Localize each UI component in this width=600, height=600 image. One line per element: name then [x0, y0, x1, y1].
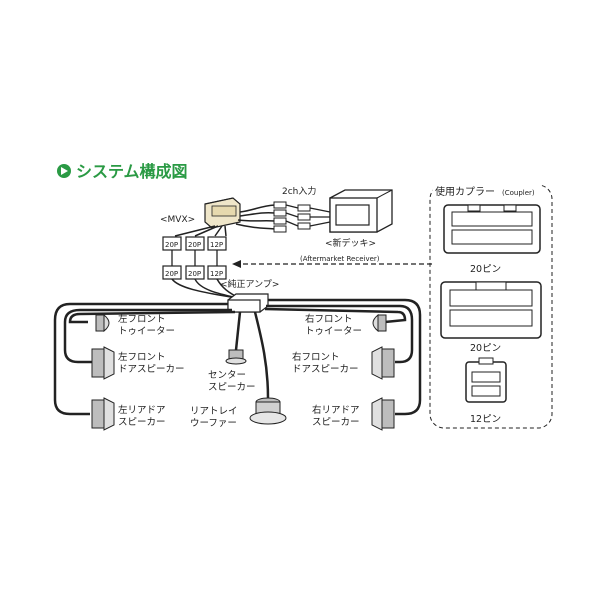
label-right-front-tweeter-1: 右フロント — [305, 313, 353, 325]
label-center-2: スピーカー — [208, 382, 256, 393]
connector-links — [171, 250, 218, 266]
connector-top-1: 20P — [165, 241, 178, 249]
speaker-wiring — [53, 298, 422, 416]
label-right-rear-door-2: スピーカー — [312, 417, 360, 428]
label-center-1: センター — [208, 370, 246, 381]
stock-amp — [227, 293, 269, 313]
coupler-20pin-b — [440, 281, 542, 339]
left-front-door-speaker — [91, 346, 115, 380]
deck-sub: (Aftermarket Receiver) — [300, 255, 380, 263]
connector-bottom-3: 12P — [210, 270, 223, 278]
connector-row-top: 20P 20P 12P — [162, 236, 227, 251]
mvx-unit: <MVX> — [160, 197, 241, 229]
coupler-title: 使用カプラー — [435, 185, 495, 198]
label-right-front-door-2: ドアスピーカー — [292, 364, 359, 375]
play-icon-arrow — [61, 167, 68, 175]
left-tweeter-speaker — [95, 313, 110, 333]
mvx-label: <MVX> — [160, 215, 195, 225]
connector-bottom-1: 20P — [165, 270, 178, 278]
right-rear-door-speaker — [371, 397, 395, 431]
input-label: 2ch入力 — [282, 185, 316, 197]
rca-plugs — [273, 201, 331, 233]
left-rear-door-speaker — [91, 397, 115, 431]
title-block: システム構成図 — [57, 162, 188, 181]
label-right-front-door-1: 右フロント — [292, 351, 340, 363]
coupler-sub: (Coupler) — [502, 189, 535, 197]
label-rear-tray-2: ウーファー — [190, 418, 237, 429]
deck-label: <新デッキ> — [325, 237, 376, 249]
label-left-rear-door-1: 左リアドア — [118, 404, 166, 416]
label-left-front-tweeter-1: 左フロント — [118, 313, 166, 325]
page-title: システム構成図 — [76, 162, 188, 181]
label-right-front-tweeter-2: トゥイーター — [305, 326, 362, 337]
label-right-rear-door-1: 右リアドア — [312, 404, 360, 416]
label-left-front-door-2: ドアスピーカー — [118, 364, 185, 375]
label-left-front-tweeter-2: トゥイーター — [118, 326, 175, 337]
coupler-pin-1: 20ピン — [470, 264, 501, 275]
coupler-pin-2: 20ピン — [470, 343, 501, 354]
connector-bottom-2: 20P — [188, 270, 201, 278]
connector-top-2: 20P — [188, 241, 201, 249]
coupler-frame — [429, 184, 553, 429]
mvx-wires — [174, 204, 276, 237]
connector-top-3: 12P — [210, 241, 223, 249]
label-left-front-door-1: 左フロント — [118, 351, 166, 363]
coupler-20pin-a — [443, 204, 541, 254]
connector-row-bottom: 20P 20P 12P — [162, 265, 227, 280]
label-rear-tray-1: リアトレイ — [190, 406, 238, 417]
coupler-pin-3: 12ピン — [470, 414, 501, 425]
label-left-rear-door-2: スピーカー — [118, 417, 166, 428]
amp-label: <純正アンプ> — [220, 278, 279, 290]
dashed-arrow — [232, 260, 432, 268]
new-deck — [329, 189, 393, 233]
right-front-door-speaker — [371, 346, 395, 380]
coupler-12pin — [465, 357, 507, 403]
coupler-panel: 使用カプラー (Coupler) 20ピン 20ピン 12ピン — [429, 183, 553, 429]
rear-tray-woofer — [249, 397, 287, 425]
center-speaker — [225, 349, 247, 365]
right-tweeter-speaker — [372, 313, 387, 333]
